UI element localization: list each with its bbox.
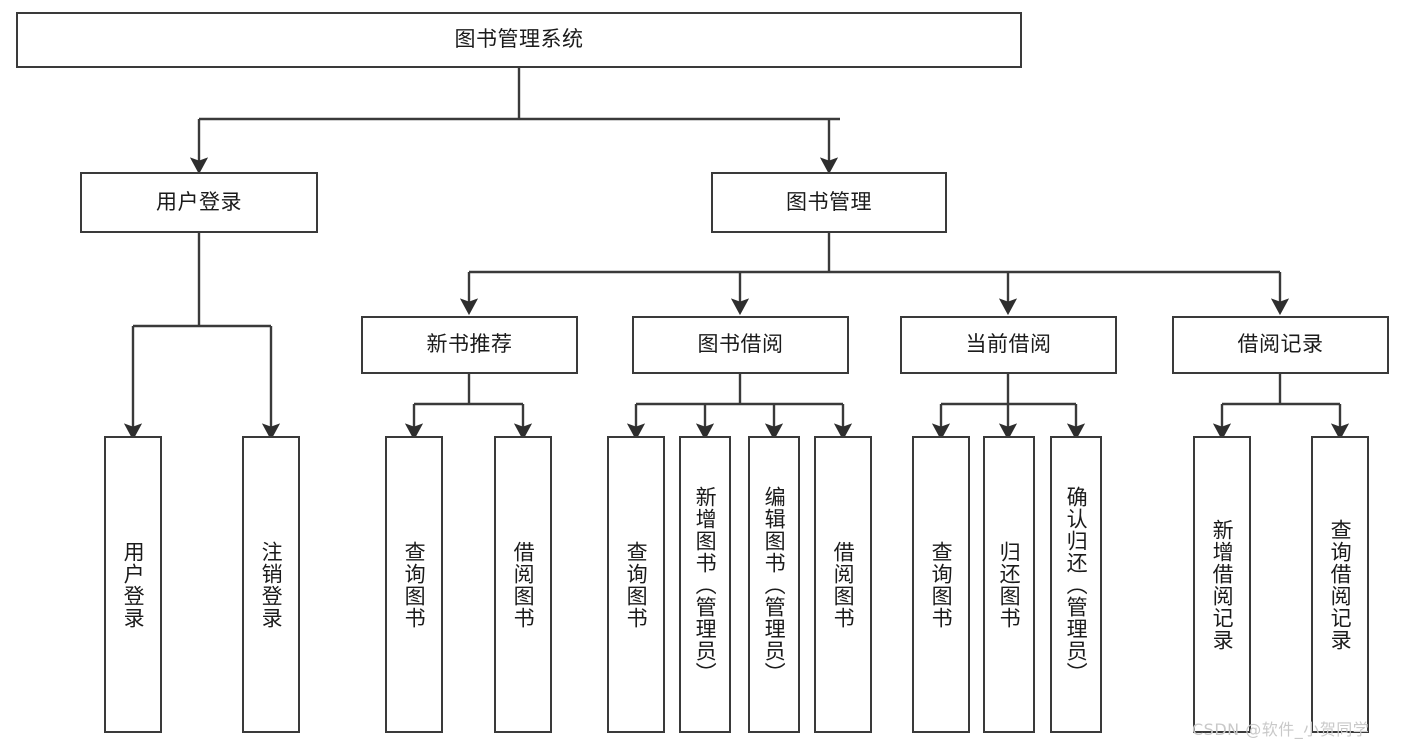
node-book-borrow[interactable]: 图书借阅 (632, 316, 849, 374)
node-book-manage[interactable]: 图书管理 (711, 172, 947, 233)
node-leaf-borrow-book-1[interactable]: 借阅图书 (494, 436, 552, 733)
node-leaf-confirm-return[interactable]: 确认归还（管理员） (1050, 436, 1102, 733)
node-leaf-borrow-book-1-label: 借阅图书 (511, 540, 536, 629)
node-leaf-query-book-2-label: 查询图书 (624, 540, 649, 629)
node-leaf-query-book-3-label: 查询图书 (929, 540, 954, 629)
node-leaf-user-login-label: 用户登录 (121, 540, 146, 629)
node-root[interactable]: 图书管理系统 (16, 12, 1022, 68)
node-leaf-user-logout[interactable]: 注销登录 (242, 436, 300, 733)
node-leaf-edit-book[interactable]: 编辑图书（管理员） (748, 436, 800, 733)
node-borrow-record-label: 借阅记录 (1237, 332, 1324, 357)
node-leaf-user-logout-label: 注销登录 (259, 540, 284, 629)
node-book-borrow-label: 图书借阅 (697, 332, 784, 357)
node-leaf-query-book-1-label: 查询图书 (402, 540, 427, 629)
node-user-login[interactable]: 用户登录 (80, 172, 318, 233)
node-leaf-query-record-label: 查询借阅记录 (1328, 518, 1353, 651)
node-new-book-recommend-label: 新书推荐 (426, 332, 513, 357)
node-leaf-query-book-3[interactable]: 查询图书 (912, 436, 970, 733)
node-root-label: 图书管理系统 (454, 27, 584, 52)
node-leaf-user-login[interactable]: 用户登录 (104, 436, 162, 733)
node-leaf-query-book-2[interactable]: 查询图书 (607, 436, 665, 733)
node-leaf-query-record[interactable]: 查询借阅记录 (1311, 436, 1369, 733)
node-leaf-return-book-label: 归还图书 (997, 540, 1022, 629)
watermark: CSDN @软件_小贺同学 (1192, 716, 1369, 740)
node-book-manage-label: 图书管理 (786, 189, 872, 214)
node-leaf-confirm-return-label: 确认归还（管理员） (1064, 485, 1089, 684)
node-new-book-recommend[interactable]: 新书推荐 (361, 316, 578, 374)
node-current-borrow-label: 当前借阅 (965, 332, 1052, 357)
node-leaf-borrow-book-2-label: 借阅图书 (831, 540, 856, 629)
node-leaf-add-book-label: 新增图书（管理员） (693, 485, 718, 684)
node-leaf-add-book[interactable]: 新增图书（管理员） (679, 436, 731, 733)
node-leaf-query-book-1[interactable]: 查询图书 (385, 436, 443, 733)
node-leaf-edit-book-label: 编辑图书（管理员） (762, 485, 787, 684)
node-user-login-label: 用户登录 (156, 189, 242, 214)
node-leaf-borrow-book-2[interactable]: 借阅图书 (814, 436, 872, 733)
watermark-text: CSDN @软件_小贺同学 (1192, 720, 1370, 739)
node-borrow-record[interactable]: 借阅记录 (1172, 316, 1389, 374)
node-leaf-add-record[interactable]: 新增借阅记录 (1193, 436, 1251, 733)
node-leaf-return-book[interactable]: 归还图书 (983, 436, 1035, 733)
node-current-borrow[interactable]: 当前借阅 (900, 316, 1117, 374)
node-leaf-add-record-label: 新增借阅记录 (1210, 518, 1235, 651)
